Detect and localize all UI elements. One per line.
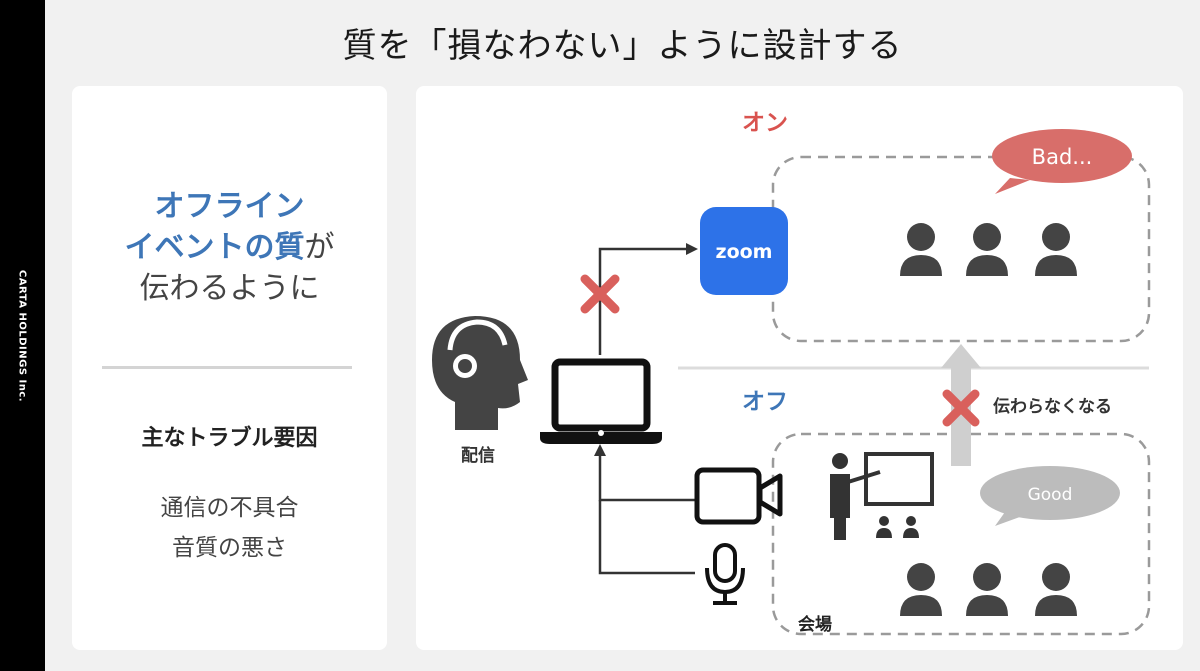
person-icon <box>966 563 1008 616</box>
microphone-icon <box>705 543 745 605</box>
sidebar: CARTA HOLDINGS Inc. <box>0 0 45 671</box>
bad-bubble-text: Bad... <box>1032 145 1093 169</box>
venue-label: 会場 <box>798 614 832 635</box>
headline-line1: オフライン <box>154 189 305 224</box>
presenter-icon <box>830 452 934 540</box>
offline-label: オフ <box>742 389 788 415</box>
good-bubble-text: Good <box>1028 485 1073 505</box>
headline: オフライン イベントの質が 伝わるように <box>72 186 387 309</box>
person-icon <box>966 223 1008 276</box>
headline-line2-blue: イベントの質 <box>124 230 305 265</box>
zoom-app-icon: zoom <box>700 207 788 295</box>
connectors <box>598 247 695 575</box>
headset-person-icon <box>432 316 528 430</box>
laptop-icon <box>540 358 662 444</box>
online-audience-area <box>771 155 1151 343</box>
video-camera-icon <box>694 467 783 525</box>
up-arrow-icon <box>941 344 981 466</box>
arrowhead <box>686 243 698 255</box>
bad-speech-bubble: Bad... <box>992 129 1132 194</box>
headline-line3: 伝わるように <box>139 271 320 306</box>
not-conveyed-label: 伝わらなくなる <box>993 396 1112 417</box>
cause-item: 音質の悪さ <box>172 535 287 561</box>
arrowhead <box>594 444 606 456</box>
person-icon <box>900 223 942 276</box>
cause-item: 通信の不具合 <box>160 495 299 521</box>
zoom-label: zoom <box>716 241 773 263</box>
person-icon <box>1035 223 1077 276</box>
headline-line2: イベントの質が <box>72 227 387 268</box>
causes-list: 通信の不具合 音質の悪さ <box>72 488 387 568</box>
online-audience <box>900 223 1077 276</box>
streamer-label: 配信 <box>461 445 495 466</box>
summary-card: オフライン イベントの質が 伝わるように 主なトラブル要因 通信の不具合 音質の… <box>72 86 387 650</box>
headline-line2-rest: が <box>304 230 335 265</box>
venue-audience <box>900 563 1077 616</box>
cross-mark-icon <box>580 274 620 314</box>
causes-title: 主なトラブル要因 <box>141 426 318 451</box>
page-title: 質を「損なわない」ように設計する <box>342 26 903 66</box>
divider <box>102 366 352 369</box>
person-icon <box>900 563 942 616</box>
online-label: オン <box>742 110 788 136</box>
cross-mark-icon <box>942 389 980 427</box>
good-speech-bubble: Good <box>980 466 1120 526</box>
person-icon <box>1035 563 1077 616</box>
